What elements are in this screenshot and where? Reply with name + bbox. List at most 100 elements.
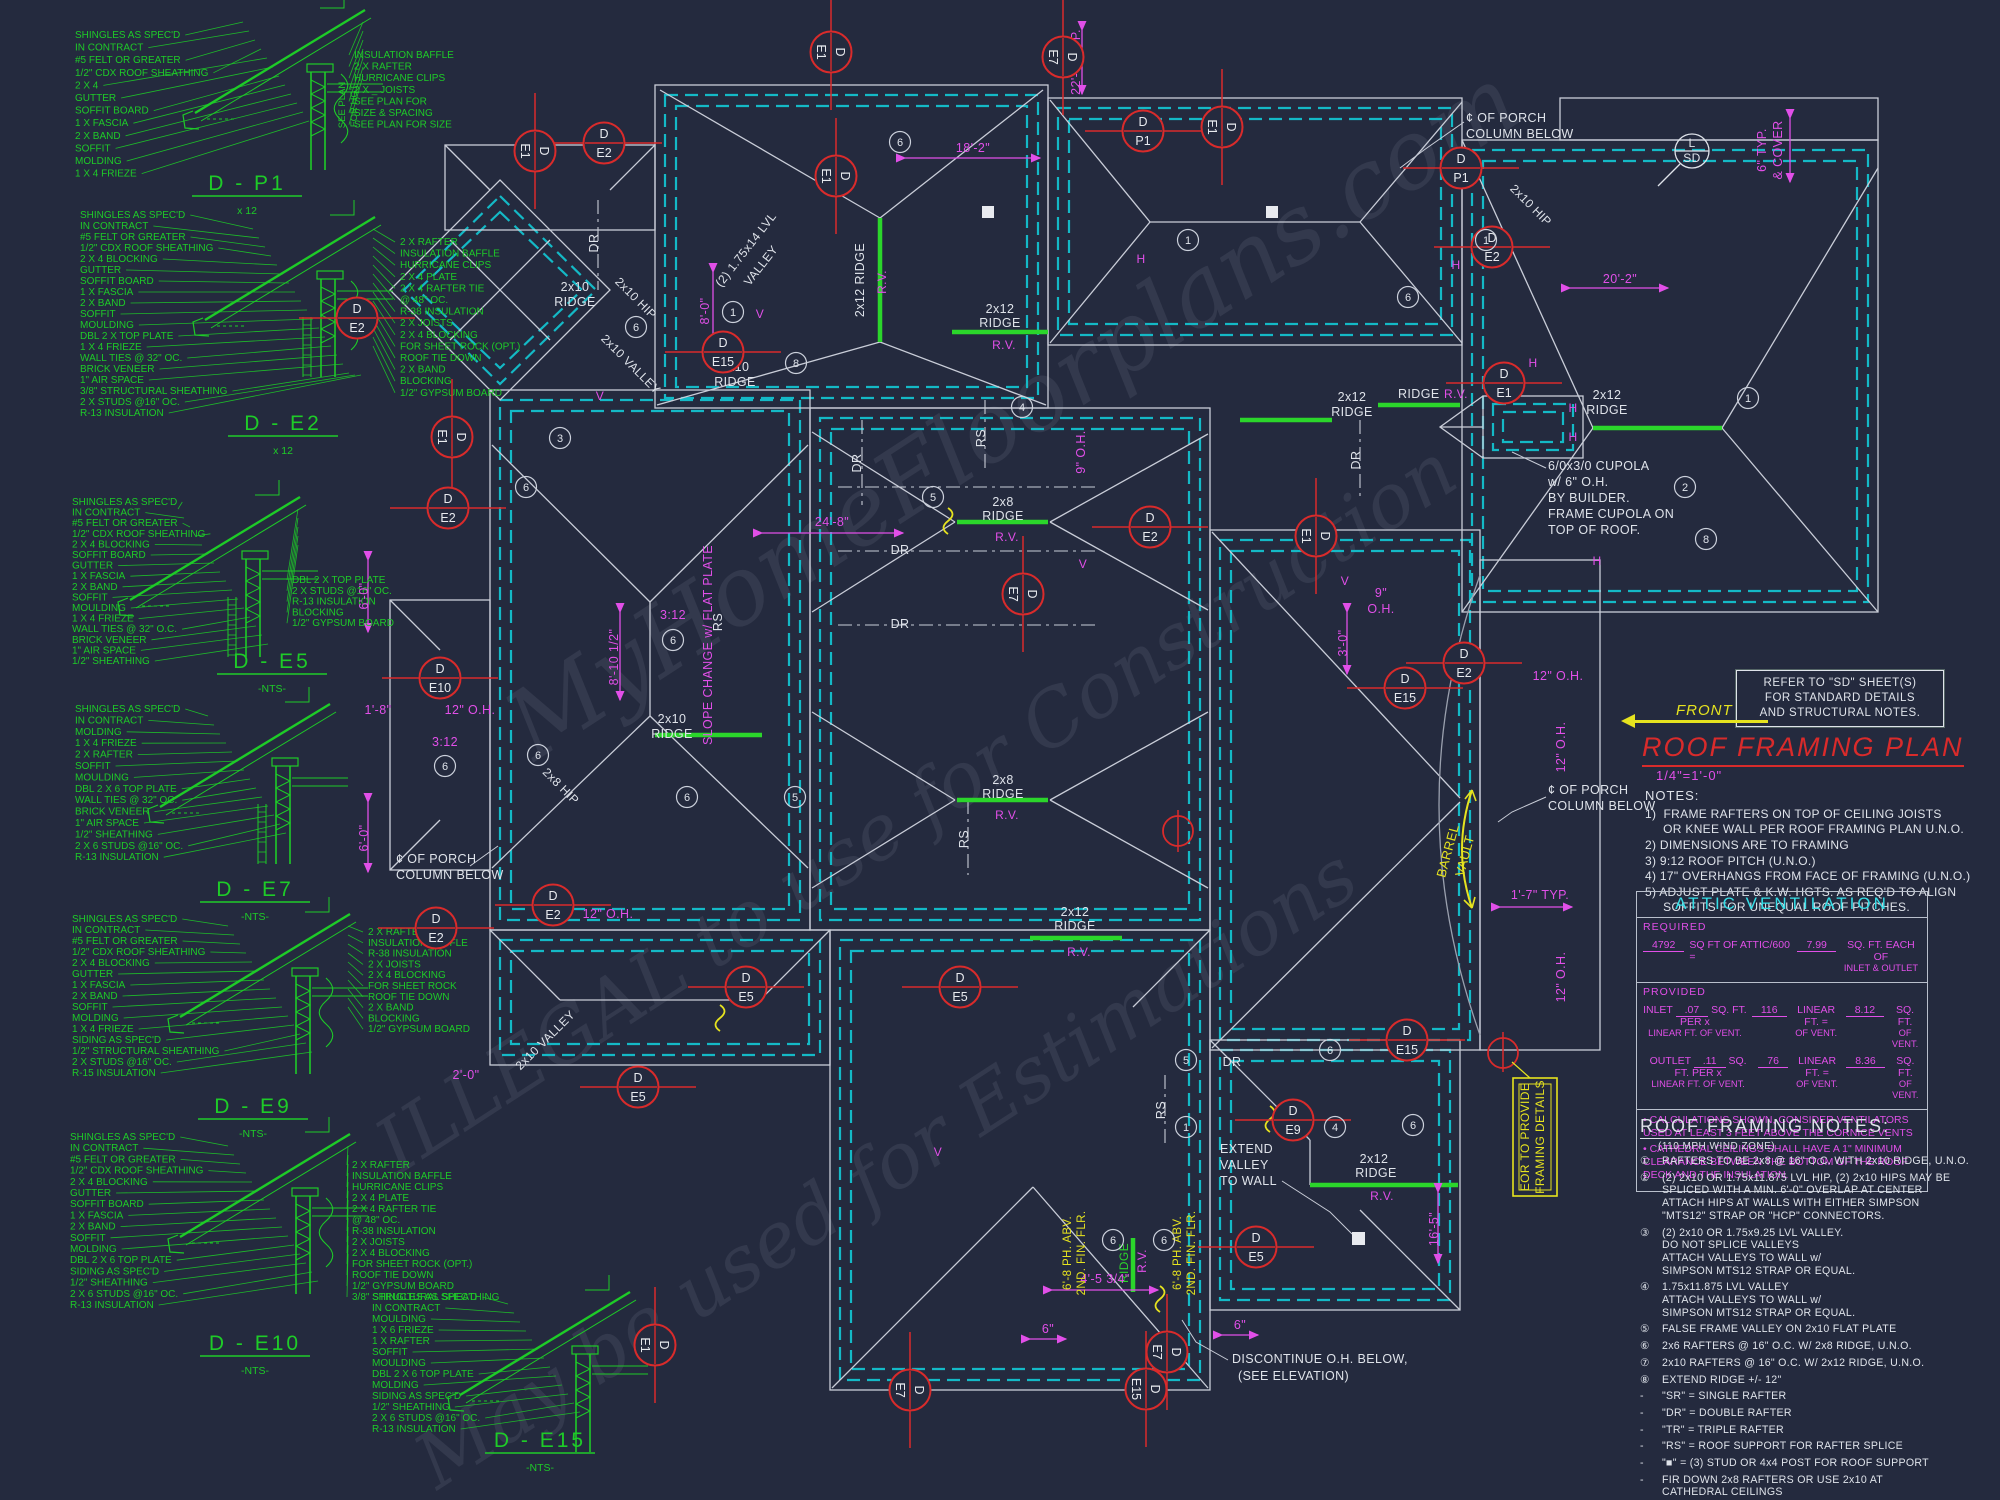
eave-detail-sketch [182,0,383,170]
detail-callout-label: INSULATION BAFFLE [400,249,500,260]
bubble-detail-letter: D [1065,52,1079,61]
framing-note-text: ATTACH VALLEYS TO WALL w/ [1662,1294,1822,1307]
detail-callout-label: 3/8" STRUCTURAL SHEATHING [352,1292,500,1303]
plan-label: FRAME CUPOLA ON [1548,507,1674,521]
plan-label: H [1568,401,1577,415]
wall-below-dashed [838,938,1202,1382]
wall-below-dashed [1481,159,1859,593]
plan-label: 6'-0" [357,583,371,610]
plan-label: DR [850,454,864,473]
framing-note-text: 1.75x11.875 LVL VALLEY [1662,1281,1789,1294]
detail-callout-label: IN CONTRACT [72,925,140,936]
detail-callout-label: SEE PLAN FOR [354,96,427,107]
plan-label: V [934,1145,942,1159]
keyed-note-circle [1010,395,1034,419]
detail-callout-label: 2 X 4 BLOCKING [368,970,446,981]
detail-callout-label: HURRICANE CLIPS [354,73,445,84]
keyed-note-circle [661,628,685,652]
detail-callout-label: DBL 2 X 6 TOP PLATE [70,1255,172,1266]
plan-label: 2x12 [1360,1152,1389,1166]
plan-label: RIDGE [1355,1166,1397,1180]
bubble-detail-letter: D [352,302,361,316]
detail-callout-label: 1 X FASCIA [70,1210,124,1221]
plan-label: SD [1683,151,1700,165]
keyed-note-number: 6 [1410,1120,1416,1132]
plan-label: R.V. [1067,945,1091,959]
bubble-detail-id: E15 [1129,1378,1143,1400]
plan-label: 12" O.H. [1554,722,1568,773]
plan-label: 2x10 [561,280,590,294]
bubble-detail-letter: D [1224,122,1238,131]
detail-callout-label: GUTTER [80,265,121,276]
page-title: ROOF FRAMING PLAN [1642,732,1964,767]
plan-label: 2x12 RIDGE [853,243,867,317]
detail-bubble: DP1 [1403,146,1519,190]
detail-bubble: DE7 [1001,536,1045,652]
bubble-detail-id: E5 [738,990,753,1004]
framing-note-marker [1640,1294,1662,1307]
detail-bubble: DE2 [495,883,611,927]
wall-below-dashed [498,938,822,1057]
framing-note-marker: - [1640,1473,1644,1486]
detail-callout-label: 1 X RAFTER [372,1336,430,1347]
framing-note-line: -FIR DOWN 2x8 RAFTERS OR USE 2x10 AT [1640,1474,1975,1487]
framing-note-line: DO NOT SPLICE VALLEYS [1640,1239,1975,1252]
detail-callout-label: FOR SHEET ROCK (OPT.) [352,1259,472,1270]
detail-callout-label: SOFFIT BOARD [72,550,146,561]
keyed-note-number: 5 [792,792,798,804]
detail-callout-label: FOR SHEET ROCK [368,981,457,992]
detail-callout-label: DBL 2 X TOP PLATE [292,575,386,586]
sd-line: AND STRUCTURAL NOTES. [1759,706,1921,719]
detail-bubble: DE5 [902,965,1018,1009]
keyed-note-number: 8 [1703,534,1709,546]
vent-sqft-value: 8.36 [1846,1055,1885,1069]
bubble-detail-letter: D [454,432,468,441]
framing-note-text: "DR" = DOUBLE RAFTER [1662,1406,1792,1419]
plan-label: 20'-2" [1603,272,1637,286]
framing-note-marker: ④ [1640,1281,1650,1294]
framing-note-line: ②(2) 2x10 OR 1.75x11.875 LVL HIP, (2) 2x… [1640,1172,1975,1185]
vent-sqft-value: 8.12 [1845,1004,1885,1017]
plan-label: 9" O.H. [1074,430,1088,473]
plan-label: RS [974,429,988,447]
keyed-note-circle [433,754,457,778]
plan-note-line: OR KNEE WALL PER ROOF FRAMING PLAN U.N.O… [1645,822,1964,837]
detail-callout-label: ROOF TIE DOWN [352,1270,433,1281]
detail-callout-label: R-38 INSULATION [400,307,484,318]
detail-callout-label: R-13 INSULATION [372,1424,456,1435]
centerlines [597,200,1361,1145]
keyed-note-number: 1 [1483,235,1489,247]
keyed-note-number: 6 [523,482,529,494]
framing-note-text: "RS" = ROOF SUPPORT FOR RAFTER SPLICE [1662,1440,1904,1453]
keyed-note-number: 1 [1185,235,1191,247]
detail-callout-label: IN CONTRACT [75,43,143,54]
plan-label: TO WALL [1220,1174,1277,1188]
plan-label: DISCONTINUE O.H. BELOW, [1232,1352,1408,1366]
detail-callout-label: INSULATION BAFFLE [368,938,468,949]
detail-callout-label: SHINGLES AS SPEC'D [75,704,180,715]
framing-note-text: "■" = (3) STUD OR 4x4 POST FOR ROOF SUPP… [1662,1457,1929,1470]
detail-callout-label: SOFFIT BOARD [80,276,154,287]
plan-label: 3:12 [660,608,686,622]
plan-label: H [1451,258,1460,272]
keyed-note-circle [1152,1228,1176,1252]
keyed-note-circle [1401,1113,1425,1137]
bubble-detail-id: E7 [1006,586,1020,601]
detail-callout-label: IN CONTRACT [72,508,140,519]
detail-subtitle: x 12 [273,445,293,457]
keyed-note-circle [1694,527,1718,551]
vent-sqft-segment: SQ. FT.OF VENT. [1889,1004,1921,1050]
detail-callout-label: SHINGLES AS SPEC'D [72,914,177,925]
vent-linear-ft-value: 116 [1751,1004,1787,1017]
detail-callout-label: 2 X STUDS @16" OC. [292,586,392,597]
watermark-text: MyHomeFloorplans.com [485,45,1538,782]
framing-note-line: -"SR" = SINGLE RAFTER [1640,1390,1975,1403]
detail-callout-label: BRICK VENEER [80,364,154,375]
bubble-detail-id: E1 [814,44,828,59]
framing-note-line: SIMPSON MTS12 STRAP OR EQUAL. [1640,1307,1975,1320]
keyed-note-number: 5 [930,492,936,504]
keyed-note-number: 6 [442,761,448,773]
